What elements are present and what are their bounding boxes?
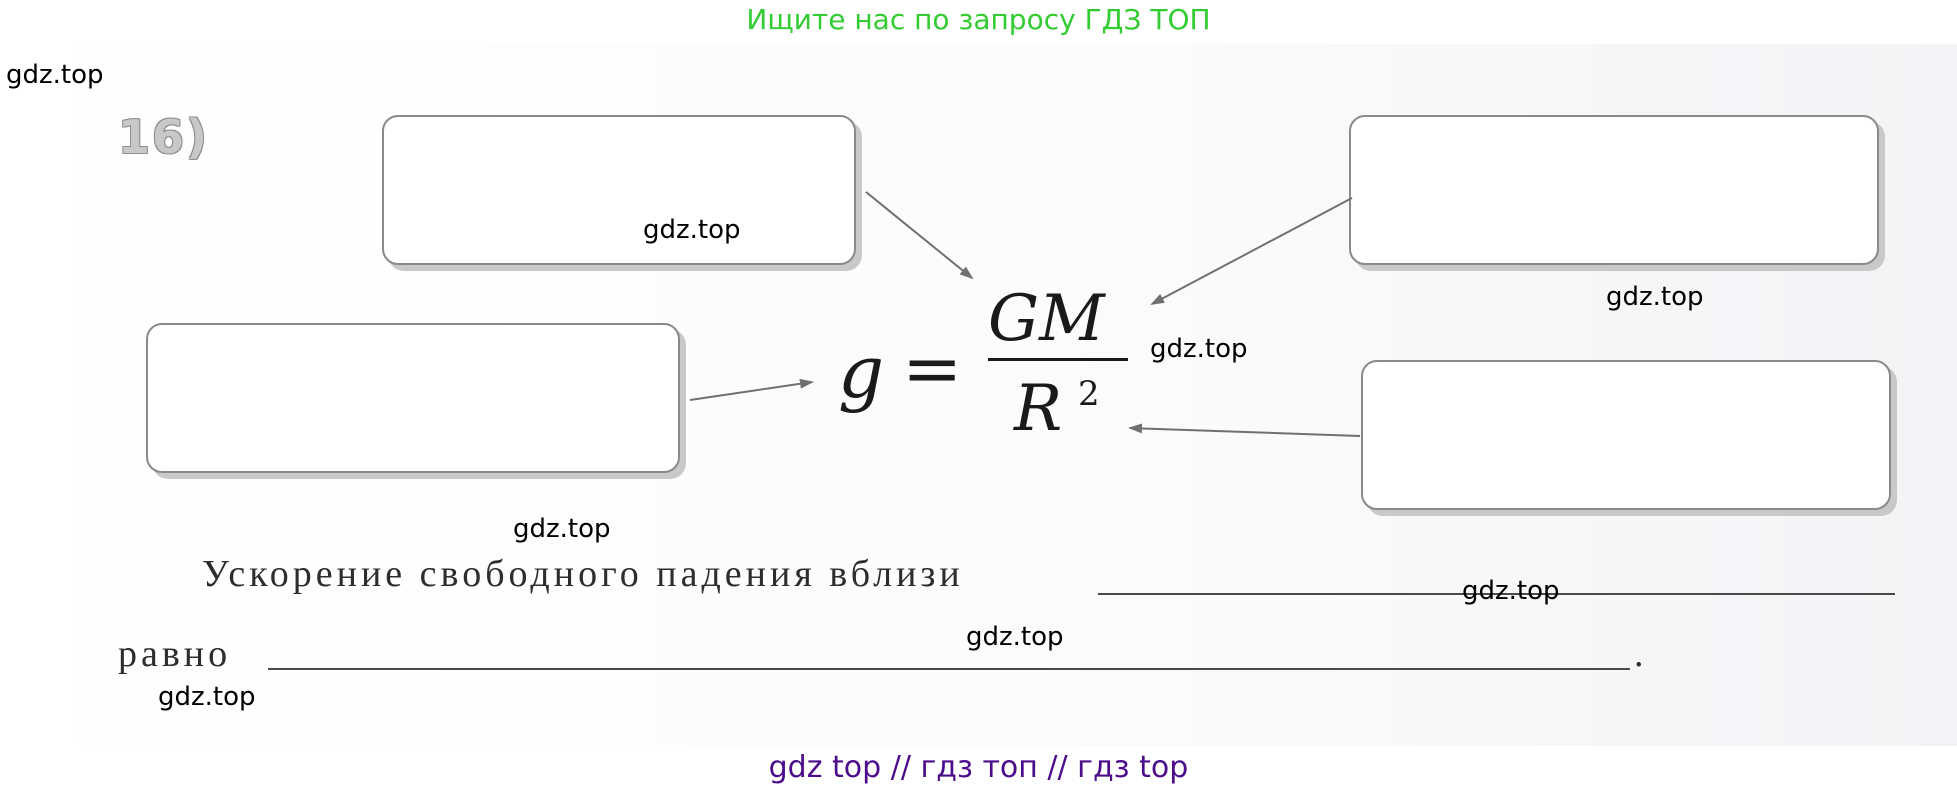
watermark: gdz.top <box>966 622 1064 652</box>
task-number: 16) <box>118 110 210 164</box>
sentence-line-2: равно <box>118 633 232 675</box>
formula-denominator: R <box>1014 372 1063 446</box>
arrow-top-right <box>1150 197 1353 305</box>
watermark: gdz.top <box>158 682 256 712</box>
answer-blank-2[interactable] <box>268 668 1630 670</box>
watermark: gdz.top <box>6 60 104 90</box>
sentence-line-1: Ускорение свободного падения вблизи <box>202 553 964 595</box>
arrow-top-left <box>865 191 974 280</box>
answer-blank-1[interactable] <box>1098 593 1895 595</box>
watermark: gdz.top <box>1606 282 1704 312</box>
answer-box-bottom-left[interactable] <box>146 323 680 473</box>
sentence-end: . <box>1634 633 1644 675</box>
watermark: gdz.top <box>1150 334 1248 364</box>
formula-lhs: g <box>838 330 885 414</box>
watermark: gdz.top <box>643 215 741 245</box>
formula-equals: = <box>902 326 963 410</box>
fraction-bar <box>988 358 1128 361</box>
watermark: gdz.top <box>1462 576 1560 606</box>
answer-box-bottom-right[interactable] <box>1361 360 1891 510</box>
formula-numerator: GM <box>988 282 1105 356</box>
arrow-bottom-right <box>1128 423 1361 437</box>
watermark: gdz.top <box>513 514 611 544</box>
answer-box-top-left[interactable] <box>382 115 856 265</box>
bottom-banner: gdz top // гдз топ // гдз top <box>768 750 1189 785</box>
top-banner: Ищите нас по запросу ГДЗ ТОП <box>746 3 1211 36</box>
formula-exponent: 2 <box>1078 374 1100 414</box>
arrow-bottom-left <box>689 378 814 401</box>
gravity-formula: g = GM R 2 <box>838 282 1138 452</box>
answer-box-top-right[interactable] <box>1349 115 1879 265</box>
